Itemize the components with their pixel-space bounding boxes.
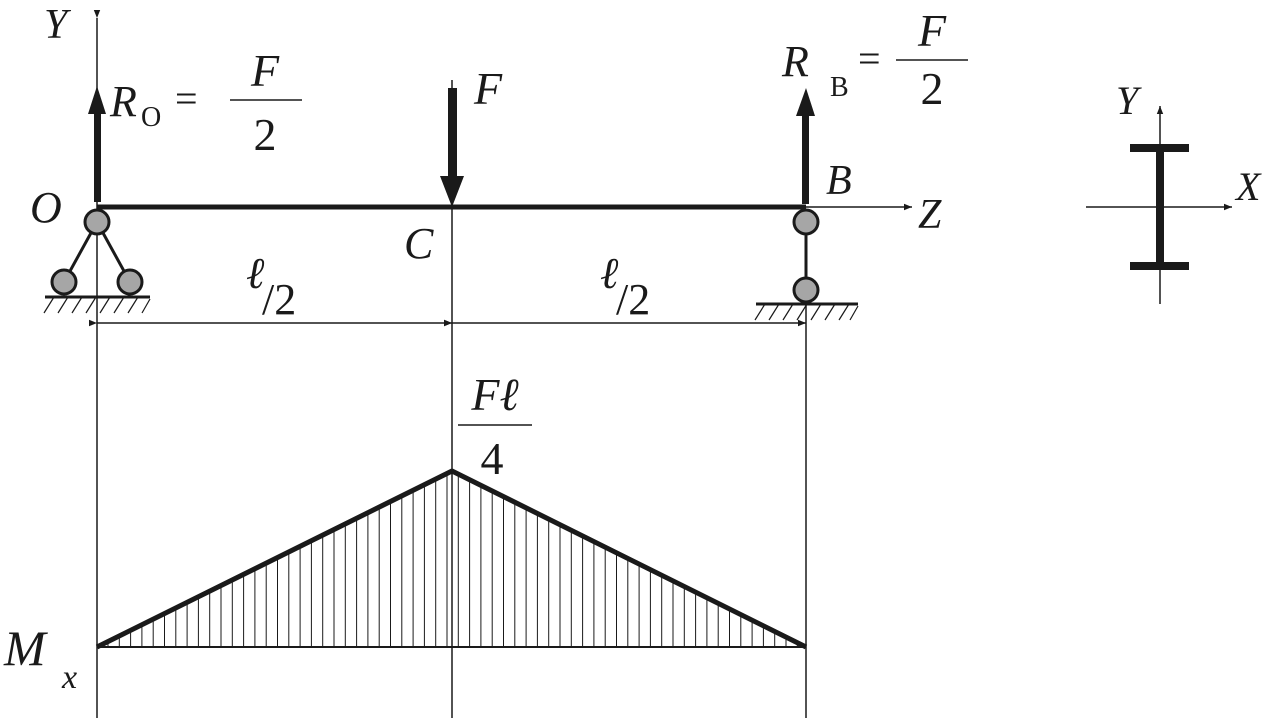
reaction-arrow-b — [796, 88, 815, 204]
reaction-b-numerator: F — [917, 5, 947, 56]
point-b-label: B — [826, 158, 852, 204]
cross-section — [1086, 106, 1232, 304]
reaction-b-denominator: 2 — [921, 63, 944, 114]
reaction-o-symbol: R — [109, 77, 137, 126]
moment-diagram-outline — [95, 468, 808, 650]
reaction-o-equals: = — [175, 76, 198, 121]
reaction-o-subscript: O — [141, 102, 161, 133]
reaction-o-numerator: F — [250, 45, 280, 96]
pinned-support-o — [43, 208, 151, 314]
reaction-arrow-o — [88, 86, 106, 202]
load-f-label: F — [473, 63, 503, 114]
load-arrow-f — [440, 88, 464, 207]
dimension-right-half: /2 — [616, 275, 650, 324]
z-axis-label: Z — [918, 192, 942, 238]
moment-symbol: M — [3, 620, 48, 676]
y-axis-label: Y — [44, 2, 72, 48]
reaction-b-subscript: B — [830, 72, 849, 103]
point-o-label: O — [30, 183, 62, 232]
section-bottom-flange — [1130, 262, 1189, 270]
max-moment-numerator: Fℓ — [470, 369, 519, 420]
reaction-b-equals: = — [858, 36, 881, 81]
moment-hatching — [107, 475, 798, 647]
section-x-label: X — [1234, 164, 1262, 209]
moment-subscript: x — [61, 659, 77, 696]
dimension-left-ell: ℓ — [246, 249, 265, 298]
section-web — [1156, 148, 1164, 268]
dimension-left-half: /2 — [262, 275, 296, 324]
roller-support-b — [754, 208, 859, 321]
section-y-label: Y — [1116, 78, 1142, 123]
max-moment-denominator: 4 — [481, 433, 504, 484]
reaction-b-symbol: R — [781, 37, 809, 86]
point-c-label: C — [404, 219, 434, 268]
reaction-o-denominator: 2 — [254, 109, 277, 160]
dimension-right-ell: ℓ — [600, 249, 619, 298]
